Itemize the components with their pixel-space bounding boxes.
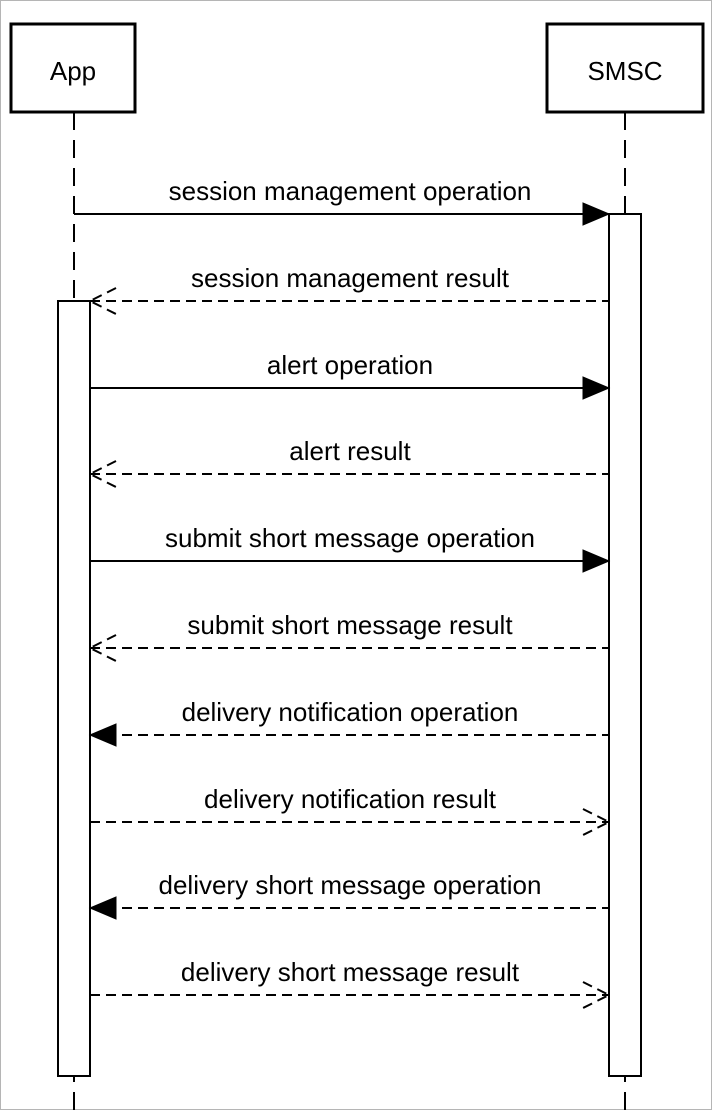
message-label: alert result [289, 436, 411, 466]
participant-box-app [9, 22, 137, 114]
message-10: delivery short message result [90, 957, 612, 1009]
message-label: delivery notification operation [182, 697, 519, 727]
participant-box-smsc [545, 22, 705, 114]
message-9: delivery short message operation [88, 870, 609, 920]
message-2: session management result [87, 263, 609, 315]
message-label: session management operation [169, 176, 532, 206]
arrowhead-filled [582, 376, 611, 400]
activation-bar-smsc [608, 213, 642, 1077]
arrowhead-open [582, 808, 612, 836]
message-6: submit short message result [87, 610, 609, 662]
arrowhead-filled [582, 202, 611, 226]
message-3: alert operation [90, 350, 611, 400]
message-5: submit short message operation [90, 523, 611, 573]
message-label: submit short message operation [165, 523, 535, 553]
message-label: alert operation [267, 350, 433, 380]
arrowhead-filled [88, 896, 117, 920]
arrowhead-open [87, 287, 117, 315]
message-label: delivery short message result [181, 957, 520, 987]
message-7: delivery notification operation [88, 697, 609, 747]
message-8: delivery notification result [90, 784, 612, 836]
message-label: submit short message result [187, 610, 513, 640]
arrowhead-open [582, 981, 612, 1009]
arrowhead-open [87, 634, 117, 662]
participant-app[interactable]: App [9, 22, 137, 114]
participant-label-app: App [50, 56, 96, 86]
message-label: delivery short message operation [159, 870, 542, 900]
message-1: session management operation [74, 176, 611, 226]
participant-label-smsc: SMSC [587, 56, 662, 86]
message-label: delivery notification result [204, 784, 497, 814]
participant-smsc[interactable]: SMSC [545, 22, 705, 114]
arrowhead-filled [88, 723, 117, 747]
message-label: session management result [191, 263, 510, 293]
arrowhead-open [87, 460, 117, 488]
activation-bar-app [57, 300, 91, 1077]
message-4: alert result [87, 436, 609, 488]
arrowhead-filled [582, 549, 611, 573]
messages-group: session management operation session mana… [74, 176, 612, 1009]
